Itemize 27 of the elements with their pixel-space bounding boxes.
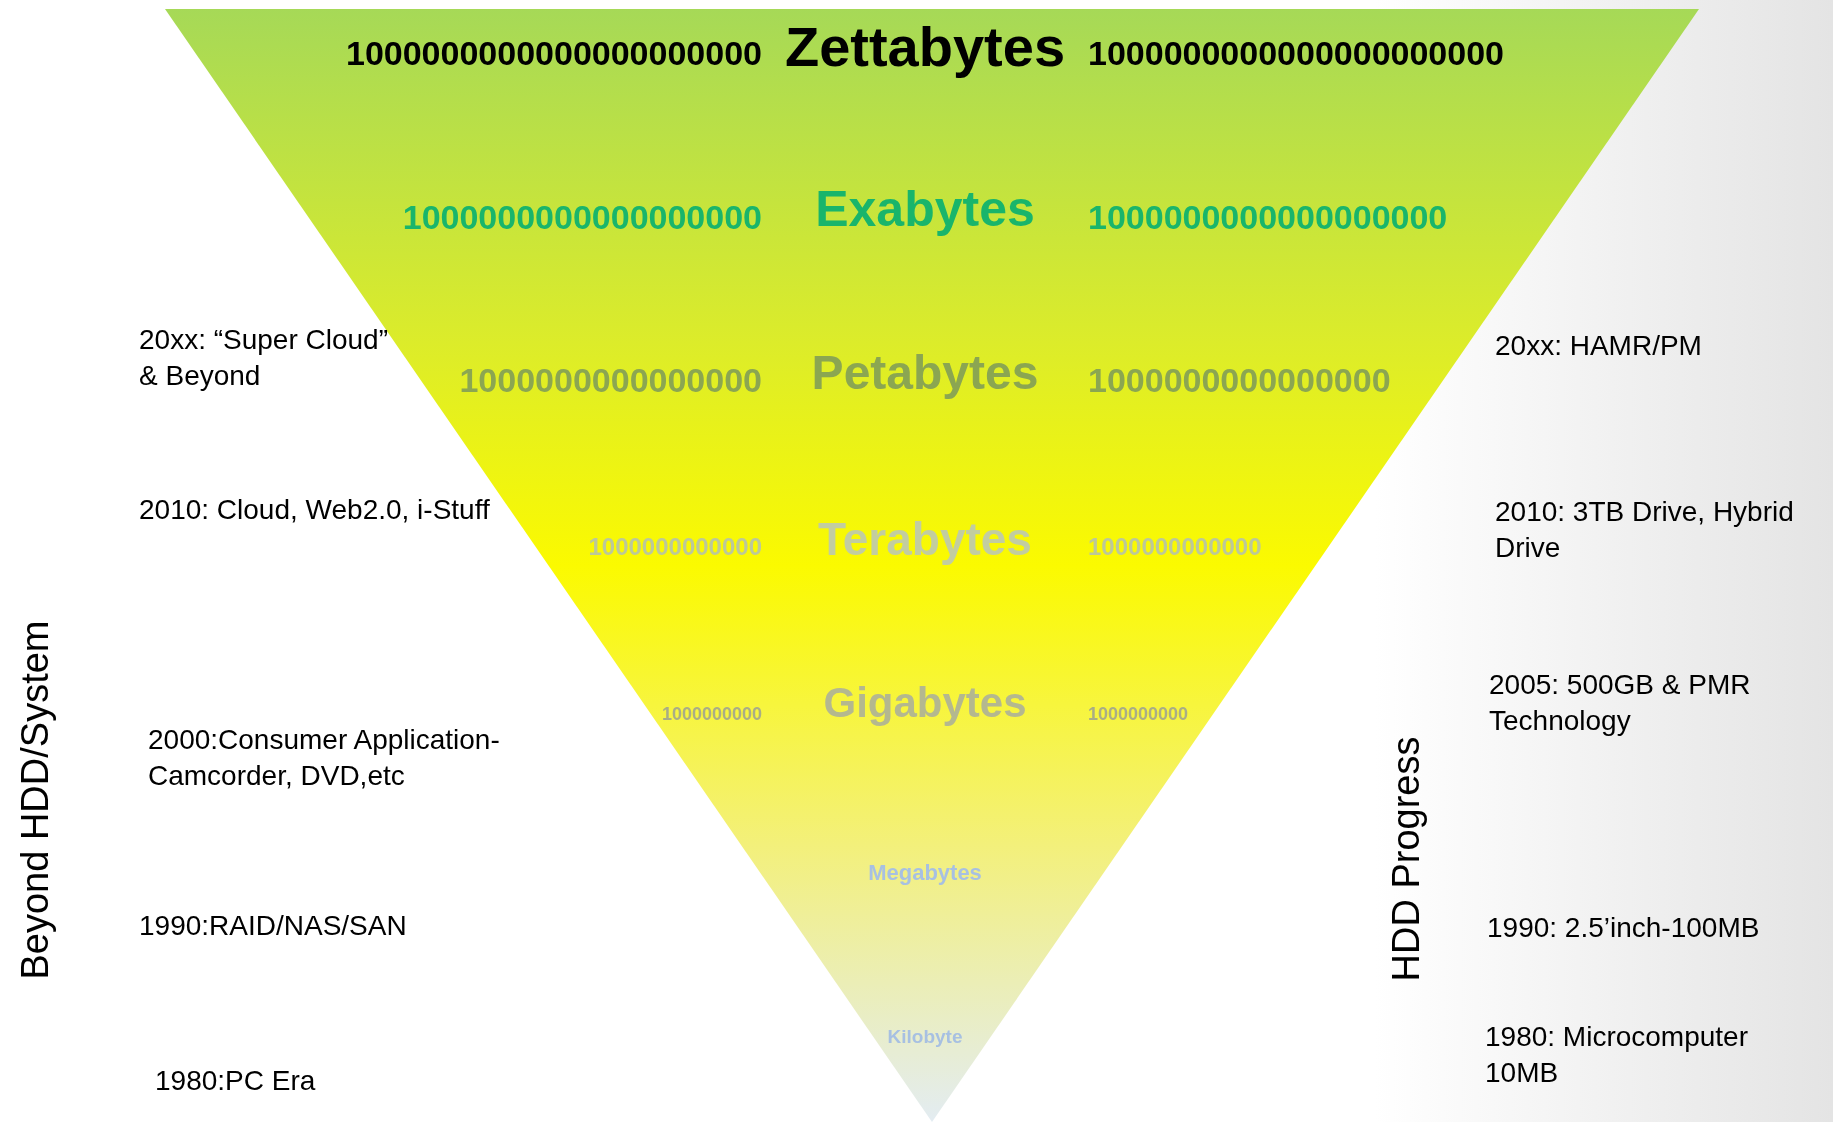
number-label: 1000000000 (1088, 705, 1189, 723)
side-title: Beyond HDD/System (16, 620, 54, 980)
milestone-text: 1980: Microcomputer 10MB (1485, 1020, 1749, 1091)
number-label: 1000000000000000 (459, 363, 762, 397)
number-label: 1000000000000000000 (1088, 200, 1448, 234)
number-label: 1000000000000000000000 (1088, 36, 1504, 70)
milestone-text: 1990:RAID/NAS/SAN (139, 909, 408, 943)
unit-label: Gigabytes (823, 682, 1027, 724)
milestone-text: 2010: Cloud, Web2.0, i-Stuff (139, 493, 491, 527)
unit-label: Petabytes (811, 349, 1039, 397)
number-label: 1000000000000000000000 (346, 36, 762, 70)
number-label: 1000000000000000 (1088, 363, 1391, 397)
unit-label: Kilobyte (887, 1026, 963, 1046)
number-label: 1000000000000 (1088, 535, 1262, 559)
side-title: HDD Progress (1387, 736, 1425, 982)
milestone-text: 2010: 3TB Drive, Hybrid Drive (1495, 495, 1795, 566)
number-label: 1000000000 (661, 705, 762, 723)
milestone-text: 20xx: “Super Cloud” & Beyond (139, 323, 389, 394)
milestone-text: 1990: 2.5’inch-100MB (1487, 911, 1761, 945)
number-label: 1000000000000 (588, 535, 762, 559)
milestone-text: 20xx: HAMR/PM (1495, 329, 1703, 363)
milestone-text: 2005: 500GB & PMR Technology (1489, 668, 1752, 739)
unit-label: Exabytes (815, 184, 1035, 234)
unit-label: Megabytes (868, 862, 982, 884)
milestone-text: 2000:Consumer Application-Camcorder, DVD,etc (148, 723, 501, 794)
milestone-text: 1980:PC Era (155, 1064, 317, 1098)
number-label: 1000000000000000000 (402, 200, 762, 234)
